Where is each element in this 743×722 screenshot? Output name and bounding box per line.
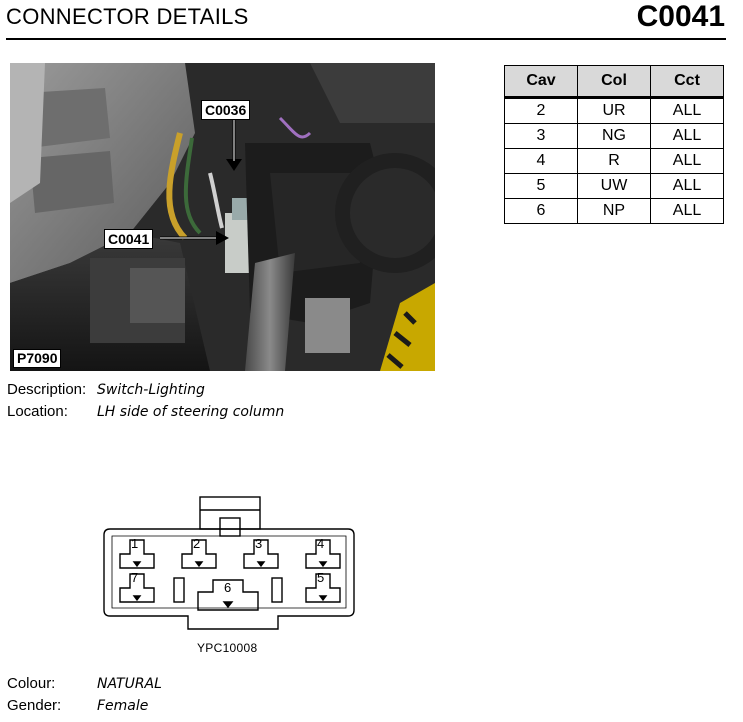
pin-label-5: 5: [317, 570, 325, 585]
table-cell: 4: [504, 148, 578, 174]
callout-c0036: C0036: [201, 100, 251, 120]
table-header-cct: Cct: [650, 65, 724, 99]
table-cell: R: [577, 148, 651, 174]
table-cell: 2: [504, 97, 578, 124]
pin-label-7: 7: [131, 570, 139, 585]
description-label: Description:: [7, 381, 87, 398]
connector-face-drawing: [103, 496, 355, 630]
location-value: LH side of steering column: [97, 404, 285, 420]
gender-label: Gender:: [7, 697, 62, 714]
table-cell: UR: [577, 97, 651, 124]
pin-label-4: 4: [317, 536, 325, 551]
gender-value: Female: [97, 698, 149, 714]
photo-id-label: P7090: [13, 349, 62, 368]
table-header-row: Cav Col Cct: [504, 65, 724, 99]
table-cell: NP: [577, 198, 651, 224]
table-cell: ALL: [650, 173, 724, 199]
table-cell: 6: [504, 198, 578, 224]
table-cell: ALL: [650, 123, 724, 149]
table-row: 6 NP ALL: [504, 198, 724, 224]
diagram-caption: YPC10008: [197, 641, 258, 655]
pin-label-1: 1: [131, 536, 139, 551]
page-title: CONNECTOR DETAILS: [6, 4, 249, 29]
pin-label-2: 2: [193, 536, 201, 551]
table-cell: ALL: [650, 198, 724, 224]
location-label: Location:: [7, 403, 68, 420]
table-row: 2 UR ALL: [504, 97, 724, 124]
table-header-cav: Cav: [504, 65, 578, 99]
table-cell: NG: [577, 123, 651, 149]
pin-label-3: 3: [255, 536, 263, 551]
table-row: 5 UW ALL: [504, 173, 724, 199]
table-header-col: Col: [577, 65, 651, 99]
table-row: 4 R ALL: [504, 148, 724, 174]
pin-table: Cav Col Cct 2 UR ALL 3 NG ALL 4 R ALL 5 …: [504, 65, 724, 224]
pin-label-6: 6: [224, 580, 232, 595]
callout-c0041: C0041: [104, 229, 154, 249]
connector-face-diagram: 1 2 3 4 7 6 5: [98, 492, 360, 639]
table-row: 3 NG ALL: [504, 123, 724, 149]
header-divider: [6, 38, 726, 40]
table-cell: ALL: [650, 97, 724, 124]
table-cell: 3: [504, 123, 578, 149]
connector-code: C0041: [636, 0, 725, 33]
colour-label: Colour:: [7, 675, 56, 692]
table-cell: ALL: [650, 148, 724, 174]
description-value: Switch-Lighting: [97, 382, 205, 398]
table-cell: 5: [504, 173, 578, 199]
colour-value: NATURAL: [97, 676, 162, 692]
connector-photo: C0036 C0041 P7090: [10, 63, 435, 371]
table-cell: UW: [577, 173, 651, 199]
